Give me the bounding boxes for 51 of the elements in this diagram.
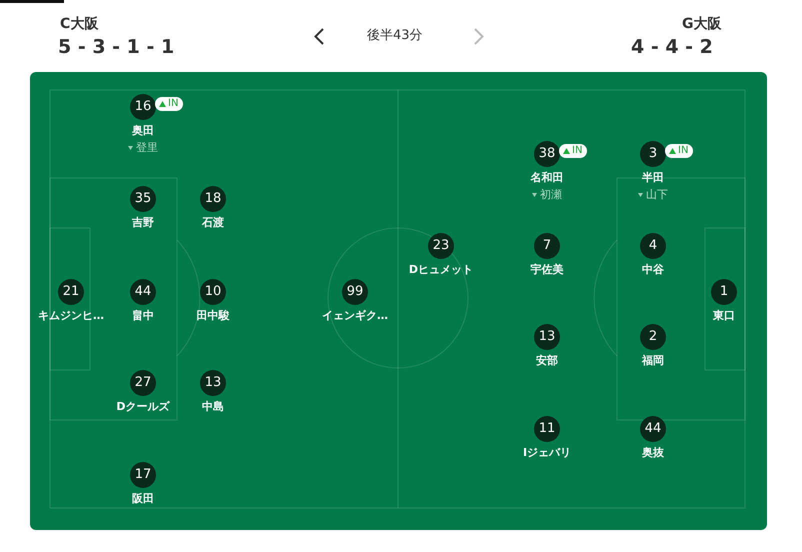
player-marker: 10 bbox=[200, 279, 226, 305]
player-marker: 11 bbox=[534, 416, 560, 442]
player-name: Dクールズ bbox=[116, 400, 170, 413]
player-name: 奥抜 bbox=[642, 446, 664, 459]
player-name: 中谷 bbox=[642, 263, 664, 276]
player-marker: 13 bbox=[200, 370, 226, 396]
player-name: 安部 bbox=[536, 354, 558, 367]
player-name: キムジンヒ… bbox=[38, 309, 104, 322]
player-name: 福岡 bbox=[642, 354, 664, 367]
substituted-player-name: 初瀬 bbox=[540, 188, 562, 201]
substituted-player-name: 山下 bbox=[646, 188, 668, 201]
team-name: G大阪 bbox=[682, 17, 722, 31]
player-name: Iジェバリ bbox=[522, 446, 572, 459]
formation: 5 - 3 - 1 - 1 bbox=[58, 38, 174, 57]
player-name: 宇佐美 bbox=[530, 263, 564, 276]
player-marker: 4 bbox=[640, 233, 666, 259]
substitution-text: IN bbox=[572, 144, 582, 158]
player-marker: 16 bbox=[130, 94, 156, 120]
player-marker: 1 bbox=[711, 279, 737, 305]
player-name: 半田 bbox=[642, 171, 664, 184]
player-marker: 17 bbox=[130, 462, 156, 488]
substitution-text: IN bbox=[678, 144, 688, 158]
substituted-player-name: 登里 bbox=[136, 141, 158, 154]
player-name: 中島 bbox=[202, 400, 224, 413]
player-marker: 99 bbox=[342, 279, 368, 305]
player-name: 石渡 bbox=[202, 216, 224, 229]
player-marker: 2 bbox=[640, 324, 666, 350]
player-name: 奥田 bbox=[132, 124, 154, 137]
player-name: 吉野 bbox=[132, 216, 154, 229]
player-marker: 44 bbox=[640, 416, 666, 442]
player-name: 畠中 bbox=[132, 309, 154, 322]
player-marker: 18 bbox=[200, 186, 226, 212]
player-marker: 7 bbox=[534, 233, 560, 259]
player-name: イェンギク… bbox=[322, 309, 388, 322]
player-name: 阪田 bbox=[132, 492, 154, 505]
player-marker: 23 bbox=[428, 233, 454, 259]
player-marker: 3 bbox=[640, 141, 666, 167]
player-name: 田中駿 bbox=[196, 309, 230, 322]
player-marker: 21 bbox=[58, 279, 84, 305]
player-marker: 44 bbox=[130, 279, 156, 305]
player-marker: 38 bbox=[534, 141, 560, 167]
player-marker: 13 bbox=[534, 324, 560, 350]
formation: 4 - 4 - 2 bbox=[631, 38, 713, 57]
player-name: Dヒュメット bbox=[408, 263, 474, 276]
player-marker: 35 bbox=[130, 186, 156, 212]
match-time: 後半43分 bbox=[367, 29, 423, 42]
team-name: C大阪 bbox=[60, 17, 98, 31]
player-name: 東口 bbox=[713, 309, 735, 322]
player-marker: 27 bbox=[130, 370, 156, 396]
player-name: 名和田 bbox=[530, 171, 564, 184]
substitution-text: IN bbox=[168, 97, 178, 111]
